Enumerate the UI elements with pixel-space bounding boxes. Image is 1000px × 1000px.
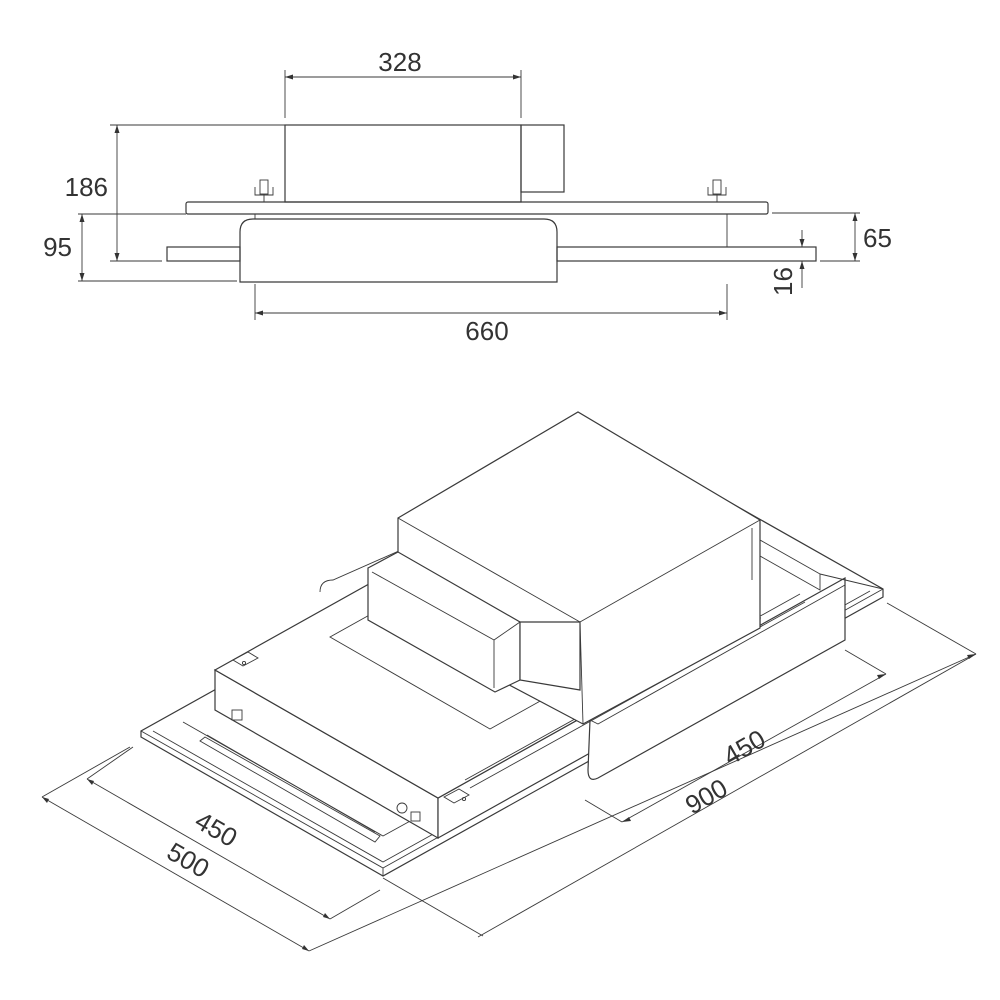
filter-bar: [199, 736, 381, 843]
dim-total-width: 900: [680, 773, 733, 821]
control-knob-icon: [396, 802, 408, 814]
motor-housing: [284, 124, 522, 203]
duct-collar: [519, 621, 581, 691]
wing-nut-left-icon: [254, 179, 274, 202]
dim-depth-outer: 500: [162, 836, 215, 884]
mounting-plate: [185, 201, 769, 215]
side-view: 328 186 95 65 16 660: [43, 47, 892, 346]
outlet-box: [520, 124, 565, 193]
dim-depth-inner: 450: [190, 805, 243, 853]
isometric-view: [140, 411, 884, 877]
wing-nut-right-icon: [707, 179, 727, 202]
visor: [587, 576, 846, 780]
tray-left: [166, 246, 241, 262]
dim-cutout-width: 660: [465, 316, 508, 346]
dim-flange-height: 65: [863, 223, 892, 253]
tray-right: [556, 246, 817, 262]
hood-body: [239, 218, 558, 283]
dim-total-height: 186: [65, 172, 108, 202]
dim-body-height: 95: [43, 232, 72, 262]
dim-tray-thickness: 16: [768, 267, 798, 296]
dim-motor-width: 328: [378, 47, 421, 77]
